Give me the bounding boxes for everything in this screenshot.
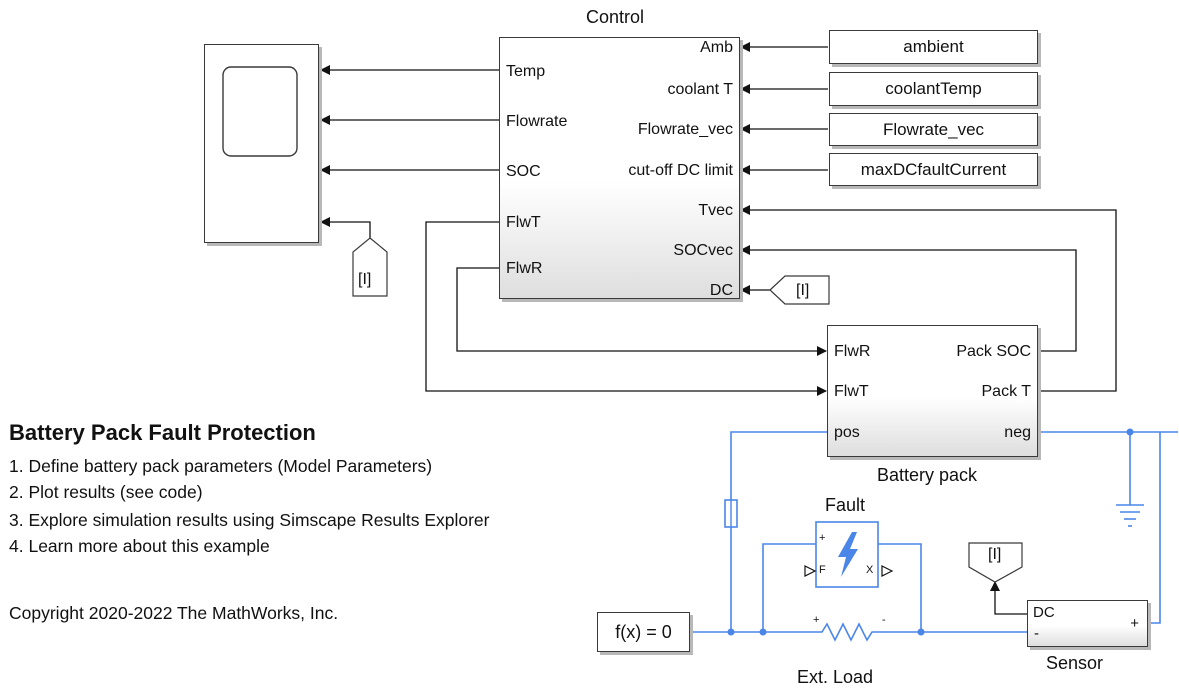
fault-port-f: F xyxy=(819,564,826,576)
wire-flwR xyxy=(456,267,827,356)
wire-sensor-plus xyxy=(1148,432,1161,624)
battery-pack-title: Battery pack xyxy=(877,465,978,485)
sensor-port-plus: + xyxy=(1130,615,1139,632)
wire-packT-tvec xyxy=(740,205,1117,392)
resistor-icon xyxy=(812,622,888,642)
from-tag-dc-label[interactable]: [I] xyxy=(796,282,810,299)
scope-block[interactable] xyxy=(204,44,319,243)
battery-neg: neg xyxy=(1004,424,1031,441)
from-tag-dc-shape xyxy=(769,275,830,305)
constant-ambient[interactable]: ambient xyxy=(829,30,1038,64)
fault-port-x: X xyxy=(866,564,874,576)
notes-item-3[interactable]: 3. Explore simulation results using Sims… xyxy=(9,510,490,530)
notes-item-4[interactable]: 4. Learn more about this example xyxy=(9,536,270,556)
control-subsystem[interactable]: Temp Flowrate SOC FlwT FlwR Amb coolant … xyxy=(499,37,740,299)
sensor-port-dc: DC xyxy=(1033,604,1055,621)
control-out-socvec: SOCvec xyxy=(673,242,733,259)
constant-coolanttemp[interactable]: coolantTemp xyxy=(829,72,1038,106)
fault-block xyxy=(815,521,879,588)
wire-packSOC-socvec xyxy=(740,245,1077,352)
control-out-amb: Amb xyxy=(700,39,733,56)
control-title: Control xyxy=(586,7,645,27)
battery-out-packsoc: Pack SOC xyxy=(956,343,1031,360)
wire-flwT xyxy=(425,221,827,396)
control-out-coolant: coolant T xyxy=(667,81,733,98)
control-in-flwt: FlwT xyxy=(506,214,541,231)
load-minus: - xyxy=(882,614,886,626)
control-out-dc: DC xyxy=(709,282,733,299)
wire-fault-right xyxy=(878,543,922,632)
goto-tag-scope-label[interactable]: [I] xyxy=(358,271,372,288)
constant-flowratevec[interactable]: Flowrate_vec xyxy=(829,113,1038,146)
current-sensor-block[interactable]: DC - + xyxy=(1027,600,1148,647)
fault-title: Fault xyxy=(825,495,866,515)
control-in-temp: Temp xyxy=(506,63,546,80)
control-in-soc: SOC xyxy=(506,163,541,180)
battery-out-packt: Pack T xyxy=(981,383,1032,400)
sensor-title: Sensor xyxy=(1046,653,1104,673)
constant-maxdcfault[interactable]: maxDCfaultCurrent xyxy=(829,153,1038,186)
control-in-flowrate: Flowrate xyxy=(506,113,568,130)
fault-plus: + xyxy=(819,532,826,544)
sensor-port-minus: - xyxy=(1034,625,1039,642)
battery-pos: pos xyxy=(834,424,860,441)
battery-in-flwt: FlwT xyxy=(834,383,869,400)
goto-tag-scope-shape xyxy=(352,237,388,297)
lightning-icon xyxy=(838,532,858,577)
notes-item-1[interactable]: 1. Define battery pack parameters (Model… xyxy=(9,456,433,476)
battery-pack-block[interactable]: FlwR FlwT pos Pack SOC Pack T neg xyxy=(827,325,1038,457)
wire-pos xyxy=(730,431,828,500)
wire-fault-left xyxy=(762,543,816,632)
wire-goto-scope xyxy=(320,217,371,238)
ground-icon xyxy=(1116,504,1144,527)
goto-tag-sensor-label[interactable]: [I] xyxy=(988,546,1002,563)
notes-title: Battery Pack Fault Protection xyxy=(9,420,316,445)
goto-tag-sensor-shape xyxy=(968,542,1023,583)
wire-sensor-goto xyxy=(990,581,1027,615)
control-out-cutoff: cut-off DC limit xyxy=(628,162,733,179)
notes-item-2[interactable]: 2. Plot results (see code) xyxy=(9,482,203,502)
battery-in-flwr: FlwR xyxy=(834,343,871,360)
ext-load-title: Ext. Load xyxy=(797,667,874,687)
control-out-flowratevec: Flowrate_vec xyxy=(637,121,733,138)
solver-config-block[interactable]: f(x) = 0 xyxy=(597,612,690,652)
control-out-tvec: Tvec xyxy=(698,202,733,219)
load-plus: + xyxy=(813,614,820,626)
control-in-flwr: FlwR xyxy=(506,260,543,277)
notes-copyright: Copyright 2020-2022 The MathWorks, Inc. xyxy=(9,603,339,623)
